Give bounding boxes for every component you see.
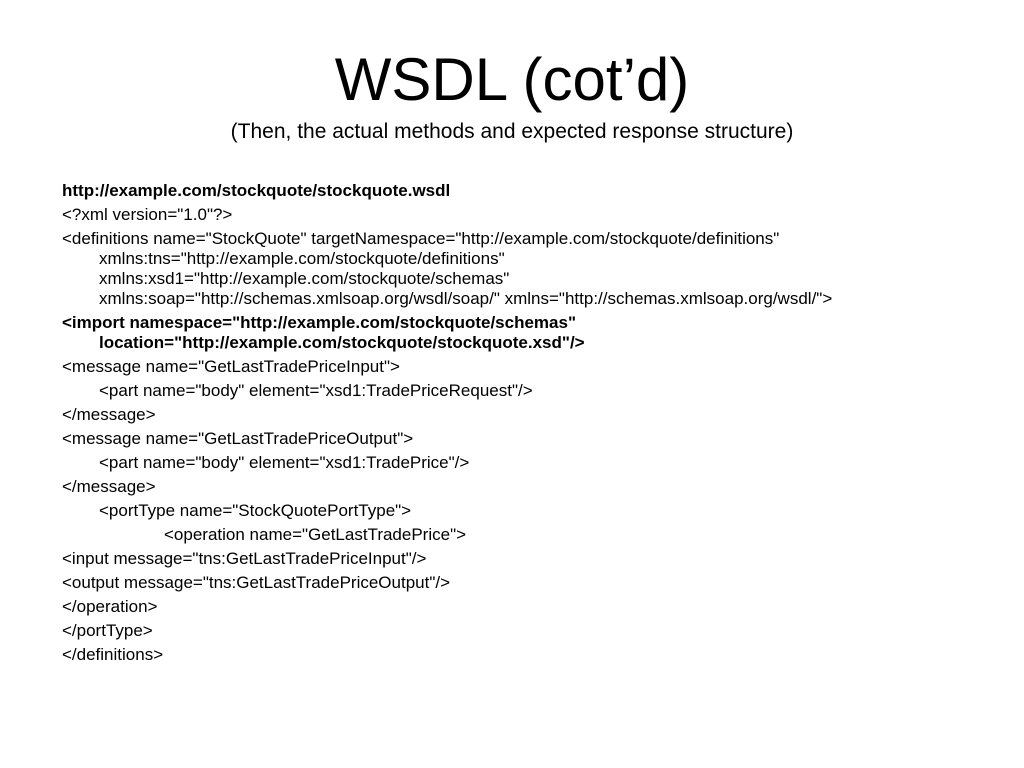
message-part-tag: <part name="body" element="xsd1:TradePri…	[99, 453, 470, 472]
definitions-open-tag: <definitions name="StockQuote" targetNam…	[62, 229, 992, 309]
message-close-tag: </message>	[62, 477, 156, 496]
wsdl-url: http://example.com/stockquote/stockquote…	[62, 181, 451, 200]
input-tag: <input message="tns:GetLastTradePriceInp…	[62, 549, 427, 568]
slide-title: WSDL (cot’d)	[334, 46, 690, 113]
definitions-close-tag: </definitions>	[62, 645, 164, 664]
operation-open-tag: <operation name="GetLastTradePrice">	[164, 525, 467, 544]
porttype-open-tag: <portType name="StockQuotePortType">	[99, 501, 412, 520]
definitions-line: xmlns:soap="http://schemas.xmlsoap.org/w…	[99, 289, 833, 308]
import-line: <import namespace="http://example.com/st…	[62, 313, 577, 332]
porttype-close-tag: </portType>	[62, 621, 153, 640]
message-open-tag: <message name="GetLastTradePriceOutput">	[62, 429, 414, 448]
definitions-line: xmlns:tns="http://example.com/stockquote…	[99, 249, 505, 268]
message-close-tag: </message>	[62, 405, 156, 424]
wsdl-code-block: http://example.com/stockquote/stockquote…	[62, 181, 992, 665]
definitions-line: xmlns:xsd1="http://example.com/stockquot…	[99, 269, 510, 288]
operation-close-tag: </operation>	[62, 597, 158, 616]
xml-declaration: <?xml version="1.0"?>	[62, 205, 233, 224]
import-line: location="http://example.com/stockquote/…	[99, 333, 585, 352]
message-open-tag: <message name="GetLastTradePriceInput">	[62, 357, 400, 376]
output-tag: <output message="tns:GetLastTradePriceOu…	[62, 573, 451, 592]
definitions-line: <definitions name="StockQuote" targetNam…	[62, 229, 780, 248]
slide-subtitle: (Then, the actual methods and expected r…	[230, 120, 794, 143]
message-part-tag: <part name="body" element="xsd1:TradePri…	[99, 381, 533, 400]
import-tag: <import namespace="http://example.com/st…	[62, 313, 992, 353]
